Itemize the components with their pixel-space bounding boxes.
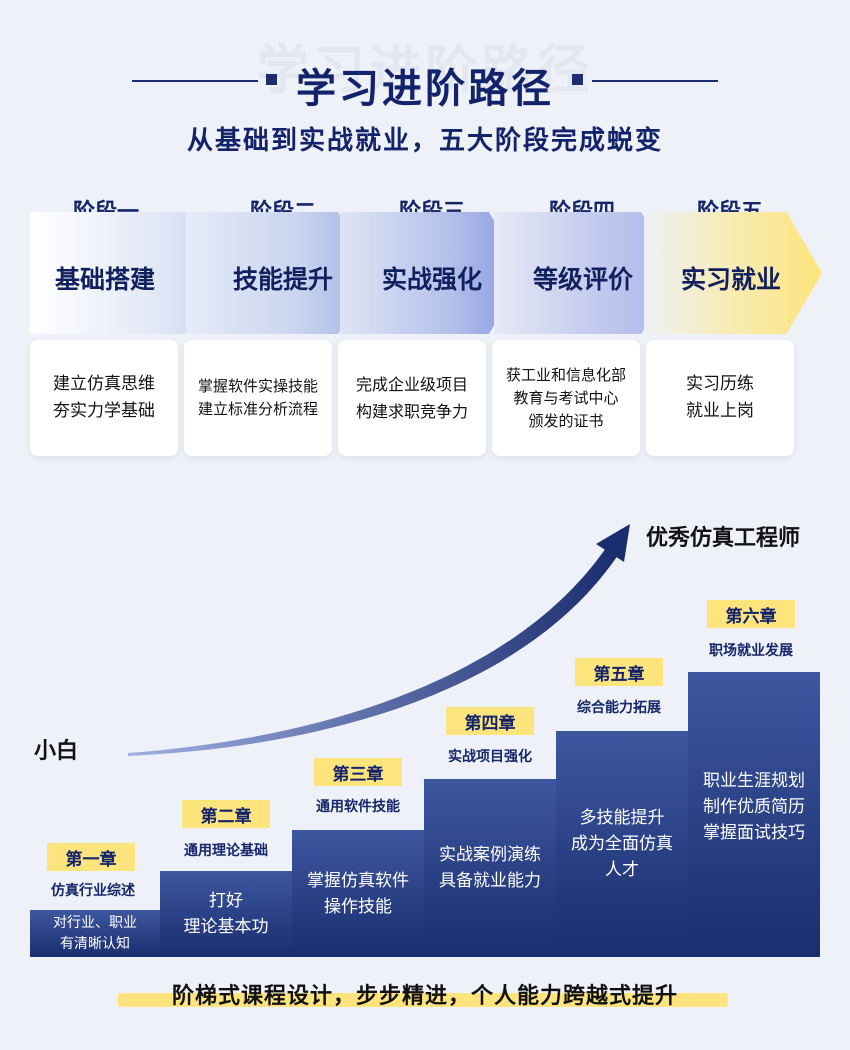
chapter-5-step: 多技能提升 成为全面仿真 人才 <box>556 731 688 957</box>
stage-2-desc-line: 建立标准分析流程 <box>197 400 318 418</box>
chapter-3-step: 掌握仿真软件 操作技能 <box>292 830 424 957</box>
stage-4-desc-line: 获工业和信息化部 <box>505 365 626 384</box>
ghost-title: 学习进阶路径 <box>256 41 593 101</box>
stage-3-desc-line: 完成企业级项目 <box>355 375 468 394</box>
chapter-6-badge: 第六章 <box>707 600 795 628</box>
chapter-1-badge: 第一章 <box>47 843 135 871</box>
tagline: 阶梯式课程设计，步步精进，个人能力跨越式提升 <box>171 984 678 1009</box>
stage-4-name: 等级评价 <box>532 265 633 294</box>
chapter-6-step: 职业生涯规划 制作优质简历 掌握面试技巧 <box>688 672 820 957</box>
chapter-6-content-line: 制作优质简历 <box>703 797 805 817</box>
stage-5-desc-line: 实习历练 <box>686 374 754 394</box>
chapter-4-subtitle: 实战项目强化 <box>448 749 532 765</box>
stage-1-desc-line: 夯实力学基础 <box>53 401 155 421</box>
tagline-highlight <box>118 993 728 1007</box>
chapter-2-subtitle: 通用理论基础 <box>184 843 268 859</box>
title-left-line <box>132 80 258 82</box>
chapter-2-content-line: 理论基本功 <box>183 917 269 937</box>
stage-2-name: 技能提升 <box>232 265 333 294</box>
stage-1-desc-line: 建立仿真思维 <box>53 374 155 394</box>
chapter-2-badge: 第二章 <box>182 800 270 828</box>
chapter-1-content-line: 对行业、职业 <box>53 914 137 931</box>
chapter-5-badge: 第五章 <box>575 658 663 686</box>
chapter-4-content-line: 实战案例演练 <box>439 845 541 865</box>
chapter-3-content-line: 掌握仿真软件 <box>307 870 409 891</box>
page-subtitle: 从基础到实战就业，五大阶段完成蜕变 <box>186 126 663 156</box>
stage-3-desc-line: 构建求职竞争力 <box>355 402 468 421</box>
chapter-4-badge: 第四章 <box>446 707 534 735</box>
goal-label: 优秀仿真工程师 <box>646 526 801 551</box>
title-right-line <box>592 80 718 82</box>
chapter-5-content-line: 多技能提升 <box>579 808 665 828</box>
stage-4-desc-card: 获工业和信息化部 教育与考试中心 颁发的证书 <box>492 340 640 456</box>
stage-4-desc-line: 颁发的证书 <box>528 411 604 430</box>
chapter-5-content-line: 成为全面仿真 <box>571 834 673 854</box>
page-title: 学习进阶路径 <box>296 66 554 112</box>
chapter-5-content-line: 人才 <box>605 860 639 880</box>
title-right-square <box>572 74 583 85</box>
stage-1-name: 基础搭建 <box>54 265 155 294</box>
stage-5-desc-card: 实习历练 就业上岗 <box>646 340 794 456</box>
growth-curve-arrow <box>128 524 630 756</box>
chapter-1-content-line: 有清晰认知 <box>60 935 130 952</box>
start-label: 小白 <box>34 739 79 764</box>
chapter-2-content-line: 打好 <box>209 891 243 911</box>
chapter-3-subtitle: 通用软件技能 <box>316 799 400 815</box>
stage-2-desc-card: 掌握软件实操技能 建立标准分析流程 <box>184 340 332 456</box>
chapter-4-content-line: 具备就业能力 <box>439 871 541 891</box>
title-left-square <box>266 74 277 85</box>
chapter-5-subtitle: 综合能力拓展 <box>577 700 661 716</box>
chapter-6-content-line: 掌握面试技巧 <box>703 823 805 843</box>
chapter-6-content-line: 职业生涯规划 <box>703 771 805 791</box>
stage-5-name: 实习就业 <box>680 265 781 294</box>
chapter-3-badge: 第三章 <box>314 758 402 786</box>
chapter-1-step: 对行业、职业 有清晰认知 <box>30 910 160 957</box>
stage-5-desc-line: 就业上岗 <box>686 401 754 421</box>
stage-3-name: 实战强化 <box>381 265 482 294</box>
stage-5-arrow <box>644 212 822 334</box>
stage-2-desc-line: 掌握软件实操技能 <box>197 377 318 395</box>
chapter-1-subtitle: 仿真行业综述 <box>51 883 135 899</box>
stage-4-desc-line: 教育与考试中心 <box>513 388 619 407</box>
chapter-2-step: 打好 理论基本功 <box>160 871 292 957</box>
chapter-4-step: 实战案例演练 具备就业能力 <box>424 779 556 957</box>
stage-1-desc-card: 建立仿真思维 夯实力学基础 <box>30 340 178 456</box>
stage-3-desc-card: 完成企业级项目 构建求职竞争力 <box>338 340 486 456</box>
chapter-6-subtitle: 职场就业发展 <box>709 643 793 659</box>
chapter-3-content-line: 操作技能 <box>324 896 392 917</box>
